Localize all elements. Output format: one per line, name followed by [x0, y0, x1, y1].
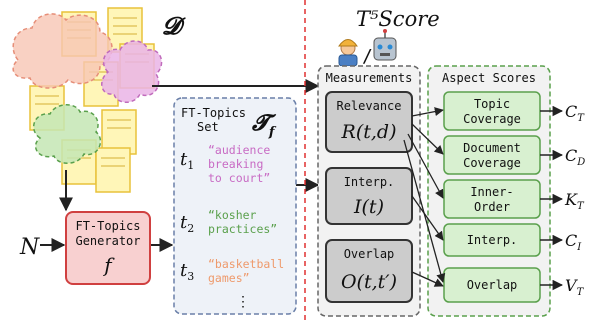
generator-line2: Generator	[75, 234, 140, 248]
topic-cloud-pink	[101, 40, 163, 103]
aspect-label: Coverage	[463, 156, 521, 170]
measurement-formula: I(t)	[353, 196, 384, 218]
aspect-label: Order	[474, 200, 510, 214]
aspect-overlap: Overlap	[443, 267, 541, 303]
topic-cloud-green	[32, 104, 102, 164]
aspect-label: Inner-	[470, 185, 513, 199]
robot-icon	[373, 29, 397, 61]
aspect-label: Overlap	[467, 278, 518, 292]
output-score-vt: VT	[565, 276, 585, 298]
topics-set-title-line2: Set	[197, 120, 219, 134]
measurements-header: Measurements	[326, 71, 413, 85]
topics-set-title-line1: FT-Topics	[181, 106, 246, 120]
measurement-label: Relevance	[336, 99, 401, 113]
document-icon	[95, 147, 131, 193]
measurement-aspect-arrows	[403, 107, 446, 287]
topic-text: “kosher practices”	[208, 208, 277, 236]
aspect-label: Topic	[474, 97, 510, 111]
input-n-label: N	[19, 235, 40, 260]
corpus-documents	[12, 7, 163, 193]
topic-text: “audience breaking to court”	[208, 143, 277, 185]
measurement-overlap: Overlap O(t,t′)	[325, 239, 413, 303]
corpus-label: 𝓓	[162, 11, 186, 40]
aspect-document-coverage: Document Coverage	[443, 135, 541, 175]
measurement-formula: O(t,t′)	[341, 271, 397, 293]
aspect-topic-coverage: Topic Coverage	[443, 91, 541, 131]
human-robot-separator: /	[362, 46, 373, 67]
topic-variable: t3	[180, 260, 194, 283]
measurement-formula: R(t,d)	[341, 121, 397, 143]
measurements-panel: Measurements Relevance R(t,d) Interp. I(…	[317, 65, 421, 317]
aspect-interpretability: Interp.	[443, 223, 541, 257]
topic-variable: t1	[180, 149, 194, 172]
output-score-ct: CT	[565, 102, 585, 124]
aspect-scores-panel: Aspect Scores Topic Coverage Document Co…	[427, 65, 551, 317]
output-score-cd: CD	[565, 146, 585, 168]
generator-line1: FT-Topics	[75, 219, 140, 233]
output-score-ci: CI	[565, 231, 582, 253]
ft-topics-set-panel: FT-Topics Set 𝓣f t1 “audience breaking t…	[173, 97, 297, 315]
aspect-inner-order: Inner- Order	[443, 179, 541, 219]
ft-topics-generator: FT-Topics Generator f	[65, 211, 151, 285]
topic-cloud-salmon	[12, 13, 113, 89]
measurement-interpretability: Interp. I(t)	[325, 167, 413, 225]
topic-variable: t2	[180, 212, 194, 235]
human-annotator-icon	[338, 39, 358, 67]
output-score-kt: KT	[564, 190, 585, 212]
topics-set-symbol-sub: f	[268, 125, 277, 140]
aspect-scores-header: Aspect Scores	[442, 71, 536, 85]
topic-text: “basketball games”	[208, 257, 291, 285]
aspect-label: Coverage	[463, 112, 521, 126]
t5score-title: T⁵Score	[356, 7, 440, 31]
measurement-label: Interp.	[344, 175, 395, 189]
measurement-label: Overlap	[344, 247, 395, 261]
aspect-label: Document	[463, 141, 521, 155]
aspect-label: Interp.	[467, 233, 518, 247]
measurement-relevance: Relevance R(t,d)	[325, 91, 413, 153]
topics-ellipsis: ⋮	[236, 294, 250, 310]
output-arrows	[540, 105, 564, 291]
